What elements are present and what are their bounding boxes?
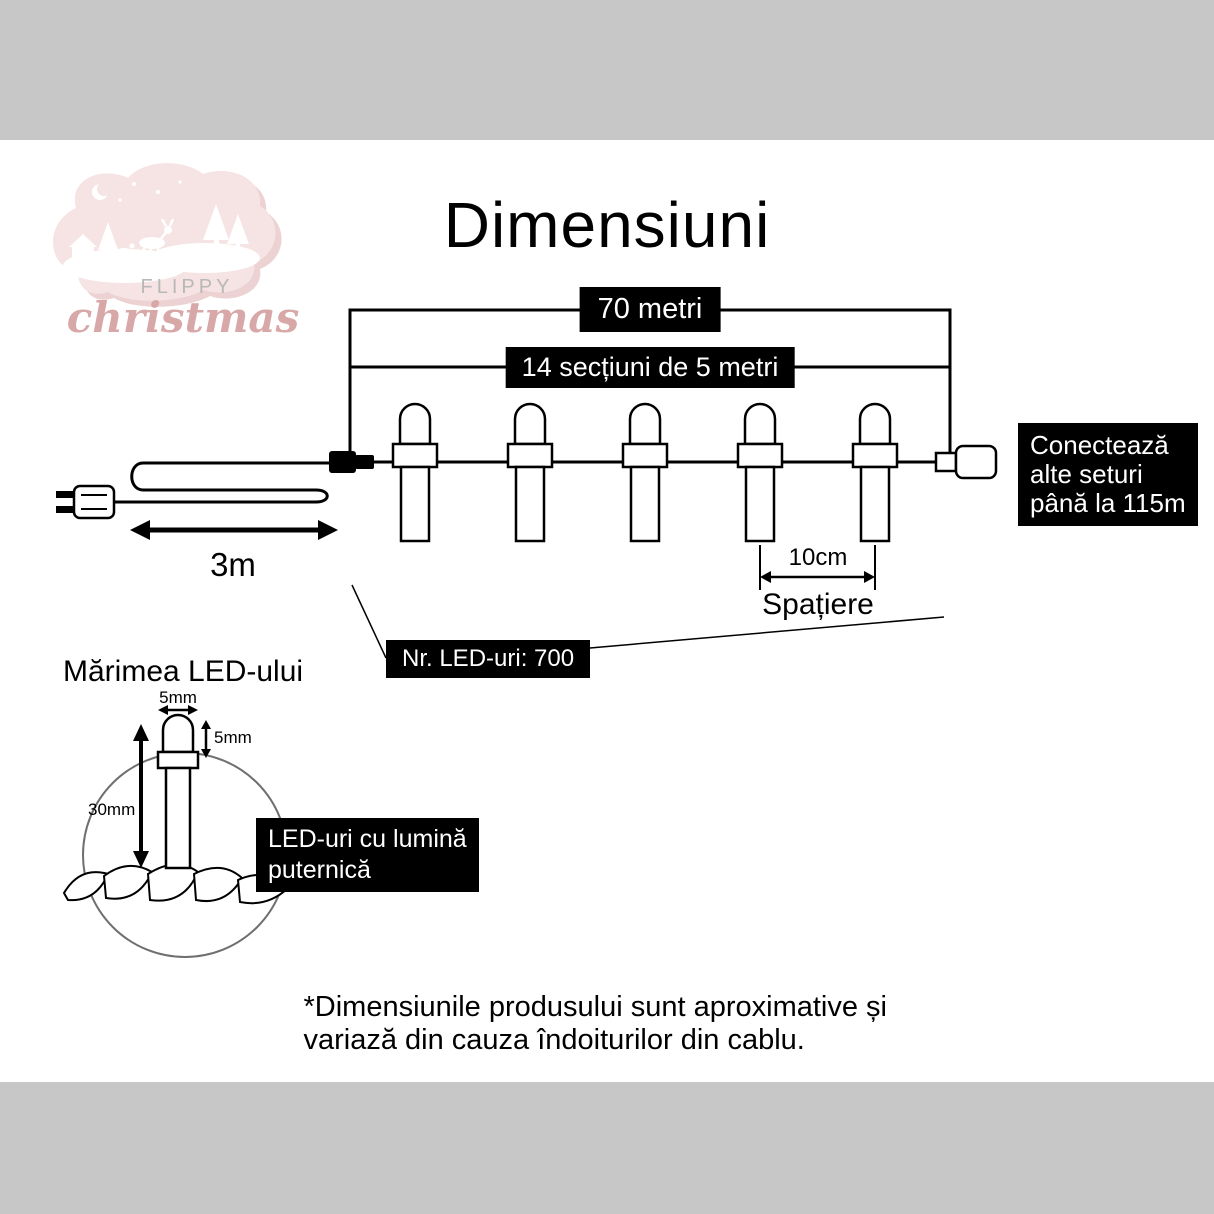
led-bulb-3 bbox=[621, 402, 669, 543]
led-count-badge: Nr. LED-uri: 700 bbox=[386, 640, 591, 678]
coupler-icon bbox=[329, 451, 374, 473]
led-bulb-4 bbox=[736, 402, 784, 543]
end-connector-icon bbox=[934, 444, 998, 480]
sections-badge: 14 secțiuni de 5 metri bbox=[505, 347, 795, 388]
lead-length-label: 3m bbox=[210, 546, 256, 583]
led-size-heading: Mărimea LED-ului bbox=[63, 655, 304, 688]
connect-line-2: alte seturi bbox=[1030, 459, 1143, 489]
power-plug-icon bbox=[56, 484, 116, 520]
brightness-line-1: LED-uri cu lumină bbox=[268, 825, 467, 853]
spacing-label: Spațiere bbox=[762, 588, 874, 621]
detail-dimension-arrows bbox=[133, 705, 211, 868]
total-length-badge: 70 metri bbox=[579, 287, 721, 332]
led-bulb-5 bbox=[851, 402, 899, 543]
led-width-label: 5mm bbox=[159, 688, 197, 707]
page-title: Dimensiuni bbox=[443, 189, 771, 261]
led-bulb-1 bbox=[391, 402, 439, 543]
callout-lines bbox=[351, 584, 945, 659]
disclaimer-text: *Dimensiunile produsului sunt aproximati… bbox=[303, 991, 888, 1056]
connect-sets-badge: Conectează alte seturi până la 115m bbox=[1018, 423, 1198, 526]
led-bulb-2 bbox=[506, 402, 554, 543]
brand-script: christmas bbox=[66, 293, 300, 342]
led-length-label: 30mm bbox=[88, 800, 136, 819]
lead-length-arrow bbox=[130, 520, 338, 540]
led-brightness-badge: LED-uri cu lumină puternică bbox=[256, 818, 479, 892]
detail-led bbox=[156, 713, 200, 870]
connect-line-3: până la 115m bbox=[1030, 488, 1186, 518]
logo-illustration bbox=[52, 163, 282, 307]
spacing-value-label: 10cm bbox=[788, 544, 848, 571]
brightness-line-2: puternică bbox=[268, 856, 371, 884]
deer-icon bbox=[139, 218, 175, 259]
led-tip-label: 5mm bbox=[214, 728, 252, 747]
spacing-arrow bbox=[759, 545, 876, 590]
deer-small-icon bbox=[116, 243, 135, 262]
brand-name: FLIPPY bbox=[140, 276, 234, 298]
logo-winter-scene bbox=[63, 180, 260, 283]
lead-wire bbox=[113, 461, 332, 504]
connect-line-1: Conectează bbox=[1030, 430, 1169, 460]
